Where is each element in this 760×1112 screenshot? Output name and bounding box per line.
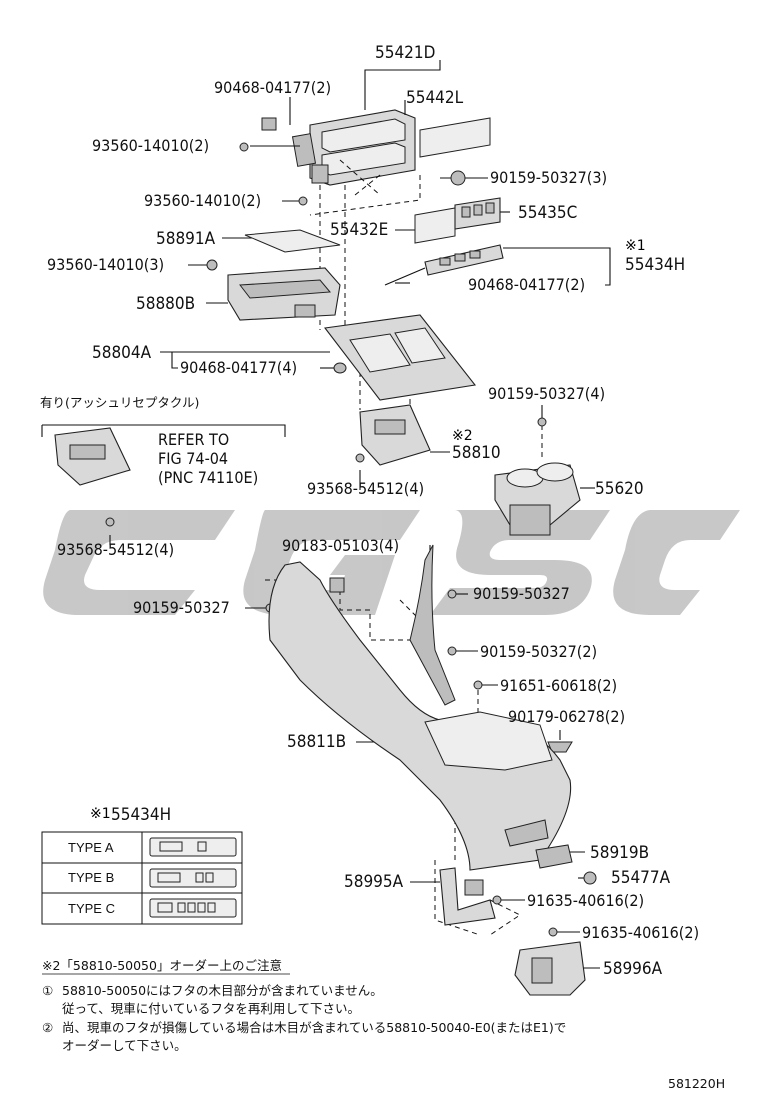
order-notes: ※2「58810-50050」オーダー上のご注意 ① 58810-50050には… — [42, 958, 566, 1053]
cover-58919B-drawing — [535, 844, 573, 869]
dashed-guides — [265, 159, 543, 936]
label-55435C: 55435C — [518, 203, 577, 223]
label-90159-50327-2: 90159-50327(2) — [480, 642, 597, 661]
label-58810: 58810 — [452, 443, 501, 463]
label-55477A: 55477A — [611, 868, 671, 888]
label-90159-50327-3: 90159-50327(3) — [490, 168, 607, 187]
note-1-line2: 従って、現車に付いているフタを再利用して下さい。 — [62, 1001, 360, 1016]
note-2-line2: オーダーして下さい。 — [62, 1038, 187, 1053]
label-58804A: 58804A — [92, 343, 152, 363]
label-90468-04177-2b: 90468-04177(2) — [468, 275, 585, 294]
note-1-mark: ① — [42, 983, 53, 998]
note-2-line1: 尚、現車のフタが損傷している場合は木目が含まれている58810-50040-E0… — [62, 1020, 566, 1035]
type-a-label: TYPE A — [68, 840, 114, 855]
label-55421D: 55421D — [375, 43, 435, 63]
panel-55442L-drawing — [419, 117, 491, 158]
label-93568-54512-4b: 93568-54512(4) — [57, 540, 174, 559]
label-93560-14010-3: 93560-14010(3) — [47, 255, 164, 274]
callout-ash-receptacle: 有り(アッシュリセプタクル) REFER TO FIG 74-04 (PNC 7… — [40, 395, 258, 487]
type-b-label: TYPE B — [68, 870, 114, 885]
switch-55435C-drawing — [414, 197, 501, 244]
label-90183-05103-4: 90183-05103(4) — [282, 536, 399, 555]
label-91651-60618-2: 91651-60618(2) — [500, 676, 617, 695]
box-58810-drawing — [359, 404, 431, 466]
label-58996A: 58996A — [603, 959, 663, 979]
notes-heading: ※2「58810-50050」オーダー上のご注意 — [42, 958, 282, 973]
type-b-switch-icon — [149, 868, 237, 888]
callout-line2: FIG 74-04 — [158, 449, 228, 468]
watermark-logo — [43, 510, 740, 615]
type-table: ※1 55434H TYPE A TYPE B TYPE C — [41, 805, 243, 925]
type-c-switch-icon — [149, 898, 237, 918]
label-58995A: 58995A — [344, 872, 404, 892]
panel-58804A-drawing — [323, 314, 477, 401]
label-90159-50327a: 90159-50327 — [133, 598, 230, 617]
mat-58891A-drawing — [244, 229, 341, 253]
type-table-mark: ※1 — [90, 806, 111, 822]
ash-receptacle-drawing — [54, 427, 131, 486]
part-labels: 55421D 90468-04177(2) 55442L 93560-14010… — [47, 43, 699, 979]
label-55620: 55620 — [595, 479, 644, 499]
label-58880B: 58880B — [136, 294, 195, 314]
label-91635-40616-2a: 91635-40616(2) — [527, 891, 644, 910]
figure-id: 581220H — [668, 1076, 725, 1091]
callout-header: 有り(アッシュリセプタクル) — [40, 395, 199, 410]
switch-55434H-drawing — [384, 244, 504, 286]
note-2-mark: ② — [42, 1020, 53, 1035]
cup-holder-55620-drawing — [494, 462, 581, 536]
label-55434H: 55434H — [625, 255, 685, 275]
console-58811B-drawing — [268, 544, 572, 871]
label-58891A: 58891A — [156, 229, 216, 249]
label-90159-50327-4: 90159-50327(4) — [488, 384, 605, 403]
label-93568-54512-4a: 93568-54512(4) — [307, 479, 424, 498]
label-90468-04177-2: 90468-04177(2) — [214, 78, 331, 97]
clock-bezel-drawing — [291, 109, 416, 186]
type-c-label: TYPE C — [68, 901, 115, 916]
label-55442L: 55442L — [406, 88, 464, 108]
box-58880B-drawing — [227, 267, 341, 321]
type-a-switch-icon — [149, 837, 237, 857]
label-93560-14010-2a: 93560-14010(2) — [92, 136, 209, 155]
label-90468-04177-4: 90468-04177(4) — [180, 358, 297, 377]
label-91635-40616-2b: 91635-40616(2) — [582, 923, 699, 942]
label-55432E: 55432E — [330, 220, 388, 240]
label-58919B: 58919B — [590, 843, 649, 863]
callout-line3: (PNC 74110E) — [158, 468, 258, 487]
label-mark-2: ※2 — [452, 428, 473, 444]
label-58811B: 58811B — [287, 732, 346, 752]
fasteners — [105, 117, 597, 937]
bracket-58996A-drawing — [514, 941, 586, 996]
label-90159-50327b: 90159-50327 — [473, 584, 570, 603]
note-1-line1: 58810-50050にはフタの木目部分が含まれていません。 — [62, 983, 383, 998]
label-93560-14010-2b: 93560-14010(2) — [144, 191, 261, 210]
label-90179-06278-2: 90179-06278(2) — [508, 707, 625, 726]
bracket-58995A-drawing — [439, 867, 496, 926]
callout-line1: REFER TO — [158, 430, 229, 449]
label-mark-1: ※1 — [625, 238, 646, 254]
type-table-title: 55434H — [111, 805, 171, 825]
